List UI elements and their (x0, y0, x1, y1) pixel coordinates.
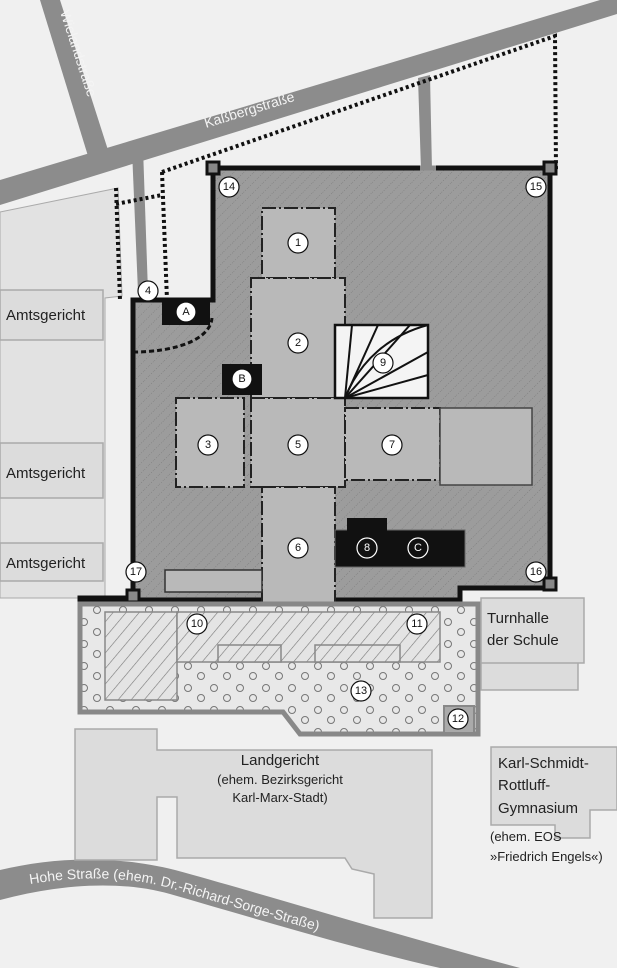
gymnasium (490, 746, 617, 839)
kassbergstrasse-road[interactable] (0, 0, 617, 205)
marker-circle (372, 352, 394, 374)
marker-7[interactable]: 7 (381, 434, 403, 456)
corner-tower-15 (542, 160, 558, 176)
marker-15[interactable]: 15 (525, 176, 547, 198)
marker-17[interactable]: 17 (125, 561, 147, 583)
marker-circle (218, 176, 240, 198)
turnhalle-lower (480, 659, 579, 691)
marker-circle (287, 232, 309, 254)
marker-label: B (238, 373, 245, 385)
marker-1[interactable]: 1 (287, 232, 309, 254)
marker-10[interactable]: 10 (186, 613, 208, 635)
marker-label: 15 (530, 181, 542, 193)
hohe-strasse-road[interactable] (0, 859, 520, 968)
marker-circle (125, 561, 147, 583)
gymnasium-sub-1: (ehem. EOS (490, 829, 562, 844)
marker-circle (447, 708, 469, 730)
marker-label: 2 (295, 337, 301, 349)
amtsgericht-3 (0, 542, 104, 582)
landgericht-sub-1: (ehem. Bezirksgericht (217, 772, 343, 787)
marker-circle (407, 537, 429, 559)
turnhalle-label-2: der Schule (487, 632, 559, 649)
gymnasium-label-2: Rottluff- (498, 777, 550, 794)
marker-label: 11 (411, 618, 422, 630)
marker-label: 13 (355, 685, 367, 697)
marker-circle (231, 368, 253, 390)
marker-2[interactable]: 2 (287, 332, 309, 354)
marker-circle (356, 537, 378, 559)
marker-3[interactable]: 3 (197, 434, 219, 456)
marker-B[interactable]: B (231, 368, 253, 390)
marker-circle (350, 680, 372, 702)
building-bar (164, 569, 263, 593)
marker-circle (381, 434, 403, 456)
marker-8[interactable]: 8 (356, 537, 378, 559)
building-8-annex (347, 518, 387, 532)
marker-label: 8 (364, 542, 370, 554)
marker-12[interactable]: 12 (447, 708, 469, 730)
amtsgericht-label-3: Amtsgericht (6, 555, 86, 572)
marker-circle (287, 537, 309, 559)
marker-circle (197, 434, 219, 456)
marker-circle (287, 434, 309, 456)
marker-circle (287, 332, 309, 354)
marker-circle (525, 561, 547, 583)
gymnasium-label-3: Gymnasium (498, 800, 578, 817)
marker-label: 14 (223, 181, 235, 193)
corner-tower-14 (205, 160, 221, 176)
landgericht-label: Landgericht (241, 752, 320, 769)
marker-label: C (414, 542, 422, 554)
landgericht (74, 728, 433, 919)
marker-circle (175, 301, 197, 323)
marker-label: 5 (295, 439, 301, 451)
gymnasium-sub-2: »Friedrich Engels«) (490, 849, 603, 864)
hatched-sub-2 (314, 644, 401, 663)
marker-circle (525, 176, 547, 198)
marker-9[interactable]: 9 (372, 352, 394, 374)
marker-label: 1 (295, 237, 301, 249)
landgericht-sub-2: Karl-Marx-Stadt) (232, 790, 327, 805)
marker-A[interactable]: A (175, 301, 197, 323)
corner-tower-17 (125, 588, 141, 604)
amtsgericht-label-1: Amtsgericht (6, 307, 86, 324)
building-8-c[interactable] (334, 529, 466, 568)
hatched-area-10-left (104, 611, 178, 701)
neighbour-area-left (0, 187, 123, 599)
marker-11[interactable]: 11 (406, 613, 428, 635)
marker-label: 7 (389, 439, 395, 451)
marker-label: 17 (130, 566, 142, 578)
hatched-sub-1 (217, 644, 282, 663)
turnhalle-label-1: Turnhalle (487, 610, 549, 627)
marker-label: 10 (191, 618, 203, 630)
marker-4[interactable]: 4 (137, 280, 159, 302)
marker-label: 9 (380, 357, 386, 369)
access-path-right (418, 75, 432, 170)
marker-label: 6 (295, 542, 301, 554)
amtsgericht-2 (0, 442, 104, 499)
marker-label: 4 (145, 285, 151, 297)
marker-16[interactable]: 16 (525, 561, 547, 583)
marker-circle (186, 613, 208, 635)
marker-6[interactable]: 6 (287, 537, 309, 559)
marker-circle (406, 613, 428, 635)
amtsgericht-1 (0, 289, 104, 341)
marker-label: 12 (452, 713, 464, 725)
wielandstrasse-road[interactable] (40, 0, 108, 156)
access-path-left (132, 148, 148, 292)
marker-13[interactable]: 13 (350, 680, 372, 702)
turnhalle (480, 597, 585, 664)
marker-C[interactable]: C (407, 537, 429, 559)
marker-14[interactable]: 14 (218, 176, 240, 198)
marker-label: 3 (205, 439, 211, 451)
amtsgericht-label-2: Amtsgericht (6, 465, 86, 482)
marker-label: 16 (530, 566, 542, 578)
dotted-boundary (114, 33, 558, 301)
building-east-wing (439, 407, 533, 486)
corner-tower-16 (542, 576, 558, 592)
marker-label: A (182, 306, 190, 318)
marker-5[interactable]: 5 (287, 434, 309, 456)
gymnasium-label-1: Karl-Schmidt- (498, 755, 589, 772)
marker-circle (137, 280, 159, 302)
